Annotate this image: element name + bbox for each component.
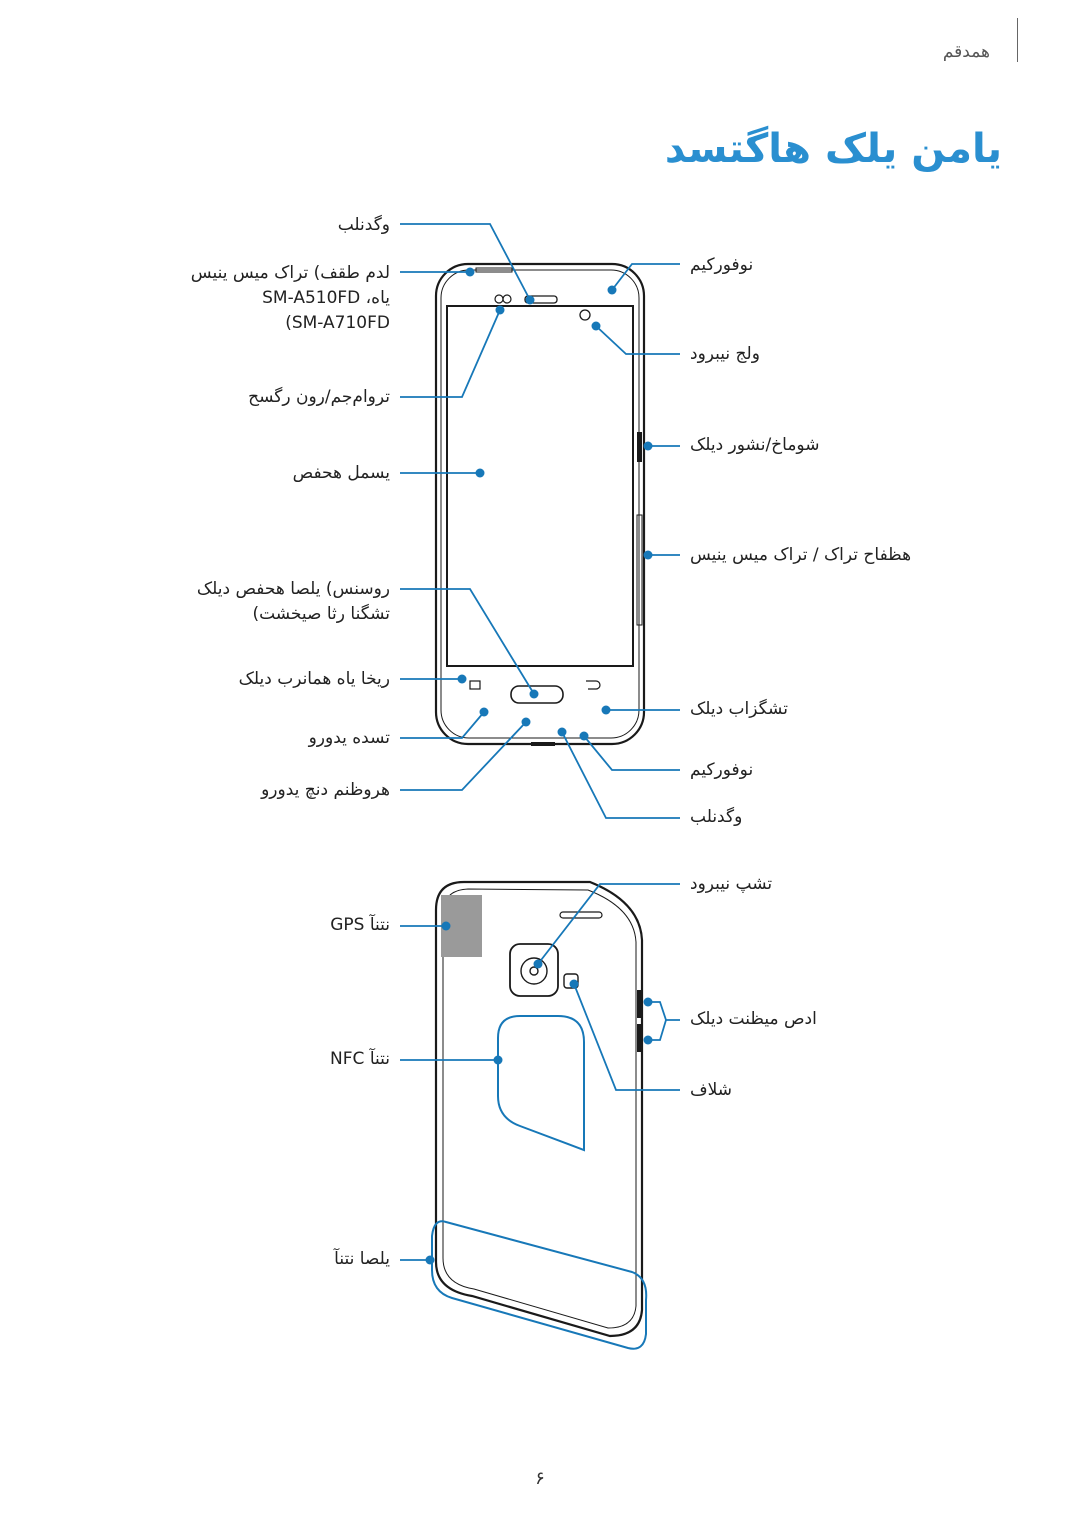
- callout-flash-dot: [569, 979, 579, 989]
- rear-camera-lens: [520, 957, 548, 985]
- callout-front-camera-line: [595, 325, 680, 355]
- label-microphone-top: نوفوركیم: [690, 255, 754, 275]
- callout-mic-bottom-dot: [579, 731, 589, 741]
- callout-volume-lower-dot: [643, 1035, 653, 1045]
- callout-flash-line: [573, 983, 680, 1091]
- label-recent-apps-key: ریخا یاه همانرب دیلک: [238, 669, 390, 689]
- callout-home-key-line: [400, 588, 535, 695]
- callout-multipurpose-line: [400, 721, 527, 791]
- rear-camera-housing: [509, 943, 559, 997]
- callout-proximity-line: [400, 309, 501, 398]
- label-microphone-bottom: نوفوركیم: [690, 760, 754, 780]
- callout-multipurpose-dot: [521, 717, 531, 727]
- label-speaker: وگدنلب: [337, 215, 390, 235]
- label-home-key-2: (تشگنا رثا صیخشت: [252, 604, 390, 624]
- callout-back-key-dot: [601, 705, 611, 715]
- label-flash: شلاف: [690, 1080, 733, 1100]
- callout-sim-tray-dot: [465, 267, 475, 277]
- home-button: [510, 685, 564, 704]
- callout-front-camera-dot: [591, 321, 601, 331]
- recent-apps-key: [469, 680, 481, 690]
- callout-recent-key-dot: [457, 674, 467, 684]
- callout-volume-upper-line: [648, 1001, 680, 1021]
- label-card-tray: هظفاح تراک / تراک میس ینیس: [690, 545, 912, 565]
- side-card-tray: [636, 514, 643, 626]
- callout-rear-camera-dot: [533, 959, 543, 969]
- label-sim-tray-3: (SM-A710FD: [285, 313, 390, 333]
- flash-unit: [563, 973, 579, 989]
- back-phone-outline: [434, 880, 644, 1338]
- callout-speaker-dot: [525, 295, 535, 305]
- sensor-1: [494, 294, 504, 304]
- callout-headset-jack-dot: [479, 707, 489, 717]
- callout-mic-top-dot: [607, 285, 617, 295]
- callout-power-key-dot: [643, 441, 653, 451]
- header-divider: [1017, 18, 1018, 62]
- sensor-2: [502, 294, 512, 304]
- section-header: همدقم: [942, 42, 990, 62]
- back-key: [586, 680, 601, 690]
- callout-mic-bottom-line: [583, 735, 680, 771]
- callout-mic-top-line: [611, 263, 680, 291]
- earpiece-grill: [524, 295, 558, 304]
- label-headset-jack: تسده یدورو: [308, 728, 390, 748]
- main-antenna-zone: [431, 1220, 648, 1350]
- callout-speaker-bottom-line: [561, 731, 680, 819]
- side-power-key: [637, 432, 642, 462]
- callout-gps-dot: [441, 921, 451, 931]
- label-speaker-bottom: وگدنلب: [690, 807, 743, 827]
- label-back-key: تشگزاب دیلک: [690, 699, 788, 719]
- label-sim-tray-2: SM-A510FD ،یاه: [262, 288, 390, 308]
- callout-touch-screen-dot: [475, 468, 485, 478]
- label-sim-tray-1: لدم طقف) تراک میس ینیس: [190, 263, 390, 283]
- rear-camera-center: [529, 966, 539, 976]
- front-phone-outline: [434, 262, 646, 746]
- label-touch-screen: یسمل هحفص: [292, 463, 390, 483]
- callout-volume-upper-dot: [643, 997, 653, 1007]
- callout-home-key-dot: [529, 689, 539, 699]
- callout-card-tray-dot: [643, 550, 653, 560]
- callout-speaker-bottom-dot: [557, 727, 567, 737]
- label-main-antenna: یلصا نتنآ: [334, 1249, 390, 1269]
- bottom-port: [531, 742, 555, 746]
- page-number: ۶: [535, 1468, 545, 1489]
- label-gps-antenna: GPS نتنآ: [330, 915, 390, 935]
- label-front-camera: ولج نیبرود: [690, 344, 760, 364]
- callout-headset-jack-line: [400, 711, 485, 739]
- callout-rear-camera-line: [537, 883, 680, 965]
- label-proximity-sensor: تروام‌جم/رون رگسح: [248, 387, 390, 407]
- callout-nfc-dot: [493, 1055, 503, 1065]
- label-multipurpose-jack: هروظنم دنچ یدورو: [261, 780, 390, 800]
- front-camera: [579, 309, 591, 321]
- touch-screen-area: [446, 305, 634, 667]
- page-title: یامن یلک هاگتسد: [664, 126, 1002, 172]
- label-rear-camera: تشپ نیبرود: [690, 874, 773, 894]
- back-speaker: [559, 911, 603, 919]
- callout-proximity-dot: [495, 305, 505, 315]
- callout-speaker-line: [400, 223, 531, 301]
- label-volume-key: ادص میظنت دیلک: [690, 1009, 817, 1029]
- volume-key-up: [637, 990, 643, 1018]
- volume-key-down: [637, 1024, 643, 1052]
- label-nfc-antenna: NFC نتنآ: [330, 1049, 390, 1069]
- callout-main-antenna-dot: [425, 1255, 435, 1265]
- label-home-key-1: روسنس) یلصا هحفص دیلک: [196, 579, 390, 599]
- top-sim-tray: [475, 267, 513, 273]
- nfc-antenna-zone: [497, 1015, 585, 1152]
- label-power-key: شوماخ/نشور دیلک: [690, 435, 820, 455]
